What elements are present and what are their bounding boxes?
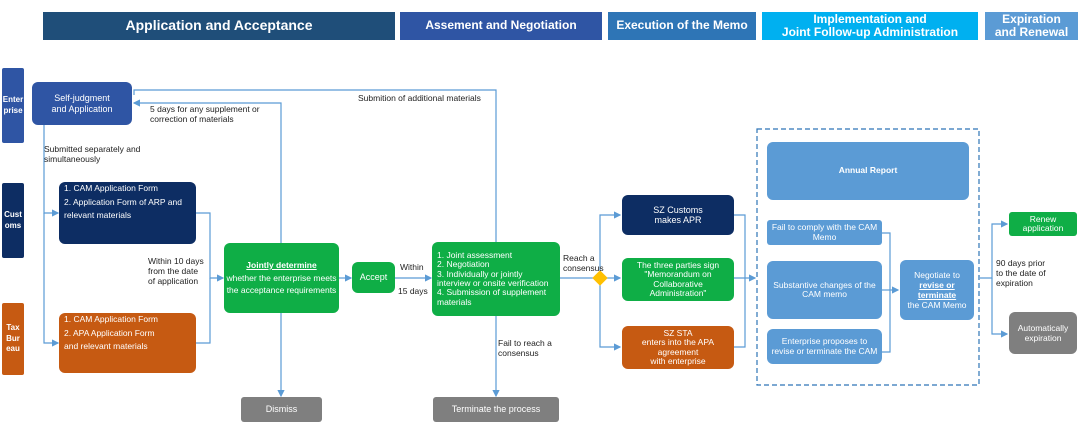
label-within: Within xyxy=(400,262,424,272)
box-line: makes APR xyxy=(654,215,702,225)
label-15-days: 15 days xyxy=(398,286,428,296)
box-line: Memo xyxy=(812,231,837,242)
box-line: expiration xyxy=(1024,333,1062,343)
header-expiration-renewal: Expiration and Renewal xyxy=(985,12,1078,40)
box-line: materials xyxy=(437,296,472,307)
terminate-box: Terminate the process xyxy=(433,397,559,422)
box-line: "Memorandum on xyxy=(644,269,712,280)
box-line: Substantive changes of the xyxy=(773,279,876,290)
label-five-days: 5 days for any supplement or correction … xyxy=(150,104,260,125)
box-line: Terminate the process xyxy=(451,404,541,415)
dismiss-box: Dismiss xyxy=(241,397,322,422)
header-label: Implementation and xyxy=(813,11,927,26)
box-line: Negotiate to xyxy=(914,269,960,280)
annual-report-box: Annual Report xyxy=(767,142,969,200)
side-label-text: prise xyxy=(3,105,23,115)
box-line: Self-judgment xyxy=(54,93,110,104)
box-line: The three parties sign xyxy=(636,259,720,270)
box-line: Renew xyxy=(1029,213,1057,224)
label-ninety-days: 90 days prior to the date of expiration xyxy=(996,258,1046,289)
self-judgment-box: Self-judgment and Application xyxy=(32,82,132,125)
jointly-determine-box: Jointly determine whether the enterprise… xyxy=(224,243,339,313)
box-line: Dismiss xyxy=(265,404,298,415)
box-line: and relevant materials xyxy=(64,341,148,352)
box-line: application xyxy=(1022,223,1064,233)
side-label-text: eau xyxy=(6,344,20,354)
box-line: Collaborative xyxy=(653,278,703,289)
label-submitted-separately: Submitted separately and simultaneously xyxy=(44,144,141,165)
box-line: revise or terminate the CAM xyxy=(771,345,878,356)
assessment-box: 1. Joint assessment 2. Negotiation 3. In… xyxy=(432,242,560,316)
box-line: 1. CAM Application Form xyxy=(64,183,159,193)
jointly-title: Jointly determine xyxy=(246,259,317,270)
enterprise-proposes-box: Enterprise proposes to revise or termina… xyxy=(767,329,882,364)
box-line: Fail to comply with the CAM xyxy=(771,222,878,233)
box-line: SZ Customs xyxy=(653,204,703,215)
substantive-changes-box: Substantive changes of the CAM memo xyxy=(767,261,882,319)
box-line: Annual Report xyxy=(838,165,898,176)
box-line: 1. CAM Application Form xyxy=(64,314,159,324)
box-line: agreement xyxy=(657,346,699,357)
box-line: enters into the APA xyxy=(641,337,715,348)
negotiate-box: Negotiate to revise or terminate the CAM… xyxy=(900,260,974,320)
side-label-text: Cust xyxy=(4,210,22,220)
side-label-text: oms xyxy=(4,220,22,230)
box-line: relevant materials xyxy=(64,210,132,221)
box-line: 2. Negotiation xyxy=(437,259,490,270)
sz-sta-box: SZ STA enters into the APA agreement wit… xyxy=(622,326,734,369)
label-within-10-days: Within 10 days from the date of applicat… xyxy=(148,256,204,287)
label-reach-consensus: Reach a consensus xyxy=(563,253,604,274)
box-line: Accept xyxy=(359,272,388,283)
box-line: CAM memo xyxy=(802,289,847,299)
header-execution-memo: Execution of the Memo xyxy=(608,12,756,40)
sz-customs-box: SZ Customs makes APR xyxy=(622,195,734,235)
header-application-acceptance: Application and Acceptance xyxy=(43,12,395,40)
header-implementation: Implementation and Joint Follow-up Admin… xyxy=(762,12,978,40)
header-label: Expiration xyxy=(1002,11,1061,26)
box-line: and Application xyxy=(51,103,113,114)
tax-forms-box: 1. CAM Application Form 2. APA Applicati… xyxy=(59,313,196,373)
box-line: the CAM Memo xyxy=(907,300,967,311)
negotiate-emphasis: revise or terminate xyxy=(917,279,957,300)
side-label-tax-bureau: Tax Bur eau xyxy=(2,303,24,375)
accept-box: Accept xyxy=(352,262,395,293)
fail-comply-box: Fail to comply with the CAM Memo xyxy=(767,220,882,245)
box-line: 3. Individually or jointly xyxy=(437,268,523,279)
box-line: Automatically xyxy=(1017,322,1069,333)
label-submition: Submition of additional materials xyxy=(358,93,481,103)
box-line: 2. Application Form of ARP and xyxy=(64,196,182,207)
side-label-text: Tax xyxy=(6,323,20,333)
side-label-text: Enter xyxy=(2,95,24,105)
side-label-customs: Cust oms xyxy=(2,183,24,258)
box-line: SZ STA xyxy=(663,327,693,338)
side-label-enterprise: Enter prise xyxy=(2,68,24,143)
box-line: Administration" xyxy=(649,287,707,298)
decision-diamond xyxy=(592,270,608,286)
header-label: Execution of the Memo xyxy=(616,18,748,33)
customs-forms-box: 1. CAM Application Form 2. Application F… xyxy=(59,182,196,244)
header-label: Joint Follow-up Administration xyxy=(781,25,959,39)
box-line: interview or onsite verification xyxy=(437,278,549,288)
box-line: 2. APA Application Form xyxy=(64,327,155,338)
label-fail-reach: Fail to reach a consensus xyxy=(498,338,552,359)
box-line: with enterprise xyxy=(650,355,706,366)
header-label: Application and Acceptance xyxy=(125,17,313,34)
auto-expiration-box: Automatically expiration xyxy=(1009,312,1077,354)
header-assessment-negotiation: Assement and Negotiation xyxy=(400,12,602,40)
renew-box: Renew application xyxy=(1009,212,1077,236)
box-line: whether the enterprise meets xyxy=(226,272,337,283)
box-line: 1. Joint assessment xyxy=(437,249,513,260)
three-parties-box: The three parties sign "Memorandum on Co… xyxy=(622,258,734,301)
box-line: Enterprise proposes to xyxy=(781,336,868,347)
implementation-frame xyxy=(756,128,980,386)
box-line: the acceptance requirements xyxy=(226,285,337,296)
side-label-text: Bur xyxy=(6,333,20,343)
box-line: 4. Submission of supplement xyxy=(437,287,547,298)
header-label: Assement and Negotiation xyxy=(425,18,577,33)
header-label: and Renewal xyxy=(994,25,1069,39)
